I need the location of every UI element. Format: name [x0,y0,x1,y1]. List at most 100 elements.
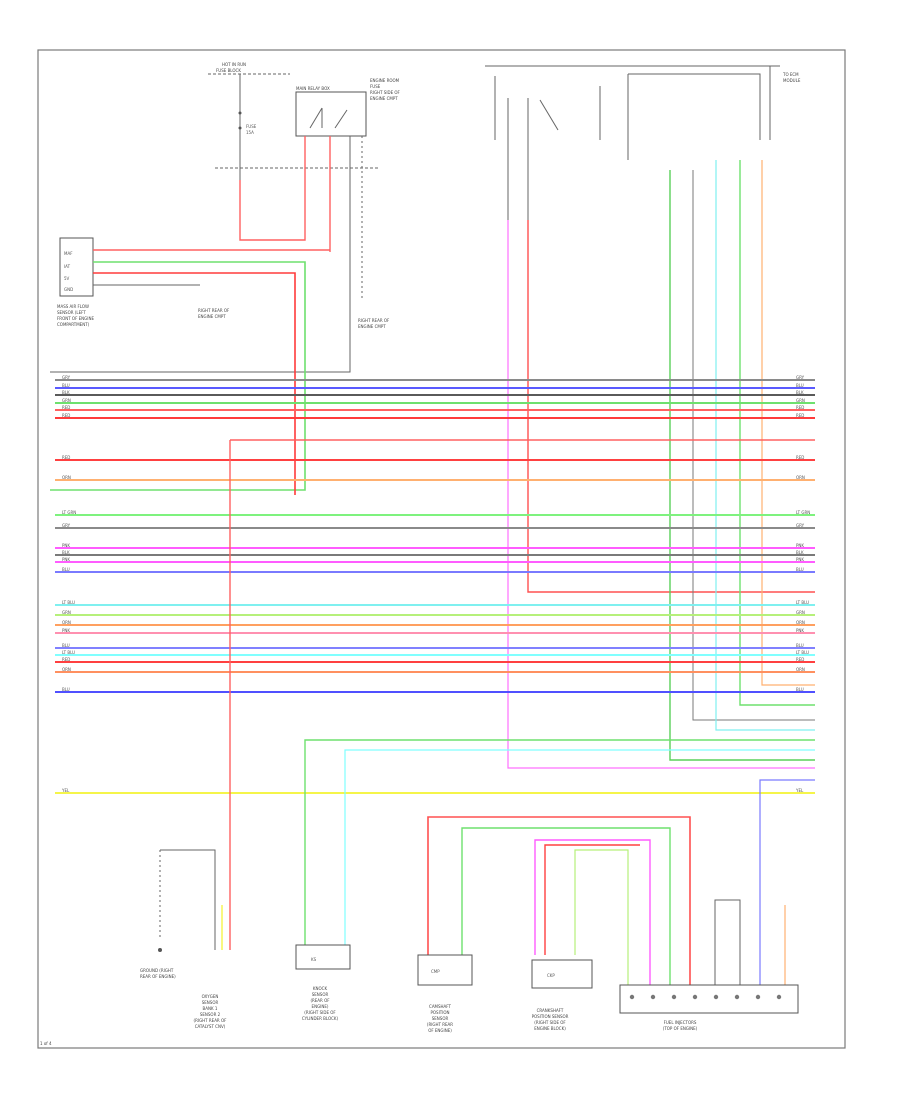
comp-3-caption-4: (RIGHT REAR [427,1022,453,1027]
fuel-injector-connector [619,984,799,1014]
relay-note-4: ENGINE CMPT [370,96,398,101]
wire-bus: GRY GRY BLU BLU BLK BLK GRN GRN RED RED RED RED RED R… [55,375,815,794]
wire-label-r-23: YEL [795,788,804,793]
wire-label-l-23: YEL [61,788,70,793]
wire-label-l-22: BLU [62,687,70,692]
fuse-label: HOT IN RUN [222,62,246,67]
wire-label-r-11: BLK [796,550,804,555]
wire-label-l-1: BLU [62,383,70,388]
comp-2-caption-6: CYLINDER BLOCK) [302,1016,339,1021]
comp-1-caption-4: SENSOR 2 [200,1012,221,1017]
maf-caption-3: FRONT OF ENGINE [57,316,94,321]
wire-label-r-2: BLK [796,390,804,395]
wire-label-r-8: LT GRN [796,510,810,515]
right-caption-1: RIGHT REAR OF [358,318,390,323]
relay-note-3: RIGHT SIDE OF [370,90,401,95]
comp-2-caption-4: ENGINE) [312,1004,329,1009]
diagram-frame [37,49,846,1049]
wire-label-l-0: GRY [62,375,71,380]
wire-label-l-13: BLU [62,567,70,572]
wire-label-l-2: BLK [62,390,70,395]
wire-label-l-7: ORN [62,475,71,480]
wire-label-r-20: RED [796,657,804,662]
wire-label-l-3: GRN [62,398,71,403]
comp-5-caption-1: FUEL INJECTORS [664,1020,697,1025]
wire-label-l-21: ORN [62,667,71,672]
comp-3-caption-2: POSITION [430,1010,449,1015]
wire-label-l-17: PNK [62,628,70,633]
comp-3-caption-1: CAMSHAFT [429,1004,451,1009]
ecm-block: TO ECM MODULE [485,65,801,220]
comp-2-caption-2: SENSOR [312,992,329,997]
injector-pin-4 [692,994,698,1000]
wire-label-l-5: RED [62,413,70,418]
comp-4-caption-4: ENGINE BLOCK) [534,1026,566,1031]
wire-label-l-4: RED [62,405,70,410]
maf-caption-4: COMPARTMENT) [57,322,90,327]
comp-2-caption-5: (RIGHT SIDE OF [304,1010,336,1015]
injector-pin-7 [755,994,761,1000]
injector-pin-5 [713,994,719,1000]
ground-caption-2: REAR OF ENGINE) [140,974,176,979]
comp-2-caption-1: KNOCK [313,986,328,991]
injector-pin-1 [629,994,635,1000]
wire-label-l-19: LT BLU [62,650,75,655]
wire-label-l-16: ORN [62,620,71,625]
comp-4-caption-2: POSITION SENSOR [532,1014,569,1019]
wire-label-r-9: GRY [796,523,805,528]
wire-label-r-22: BLU [796,687,804,692]
maf-pin-2: IAT [64,264,71,269]
comp-1-caption-1: OXYGEN [202,994,219,999]
wire-label-r-5: RED [796,413,804,418]
wire-label-r-18: BLU [796,643,804,648]
wire-label-r-16: ORN [796,620,805,625]
comp-1-caption-3: BANK 1 [203,1006,218,1011]
knock-sensor-box [295,944,351,970]
comp-3-caption-5: OF ENGINE) [428,1028,452,1033]
wire-label-l-8: LT GRN [62,510,76,515]
right-caption-2: ENGINE CMPT [358,324,386,329]
main-relay-box: MAIN RELAY BOX ENGINE ROOM FUSE RIGHT SI… [215,78,401,169]
footer-page: 1 of 4 [40,1041,52,1046]
maf-caption-1: MASS AIR FLOW [57,304,89,309]
wire-label-r-12: PNK [796,557,804,562]
comp-1-caption-6: CATALYST CNV) [195,1024,226,1029]
wire-label-r-6: RED [796,455,804,460]
maf-pin-4: GND [64,287,73,292]
wire-label-l-12: PNK [62,557,70,562]
comp-2-caption-3: (REAR OF [310,998,330,1003]
wire-label-r-3: GRN [796,398,805,403]
wire-label-l-14: LT BLU [62,600,75,605]
wire-label-l-10: PNK [62,543,70,548]
right-note-1: TO ECM [782,72,799,77]
comp-4-caption-3: (RIGHT SIDE OF [534,1020,566,1025]
injector-pin-3 [671,994,677,1000]
wire-label-r-19: LT BLU [796,650,809,655]
maf-sensor-connector: MAF IAT 5V GND MASS AIR FLOW SENSOR (LEF… [57,237,94,327]
injector-pin-8 [776,994,782,1000]
svg-text:CKP: CKP [547,973,555,978]
comp-3-caption-3: SENSOR [432,1016,449,1021]
wire-label-r-13: BLU [796,567,804,572]
wire-label-l-11: BLK [62,550,70,555]
svg-text:FUSE: FUSE [246,124,257,129]
injector-pin-6 [734,994,740,1000]
wire-label-l-6: RED [62,455,70,460]
comp-5-caption-2: (TOP OF ENGINE) [663,1026,698,1031]
wire-label-l-9: GRY [62,523,71,528]
crankshaft-sensor-box [531,959,593,989]
svg-text:KS: KS [311,957,317,962]
wire-label-r-21: ORN [796,667,805,672]
relay-note-2: FUSE [370,84,381,89]
fuse-block: HOT IN RUN FUSE BLOCK FUSE 15A [208,62,290,240]
camshaft-sensor-box [417,954,473,986]
mid-caption-2: ENGINE CMPT [198,314,226,319]
wire-label-r-14: LT BLU [796,600,809,605]
mid-caption-1: RIGHT REAR OF [198,308,230,313]
wire-label-l-15: GRN [62,610,71,615]
wire-label-r-7: ORN [796,475,805,480]
wire-label-r-15: GRN [796,610,805,615]
wire-label-l-20: RED [62,657,70,662]
maf-pin-1: MAF [64,251,73,256]
